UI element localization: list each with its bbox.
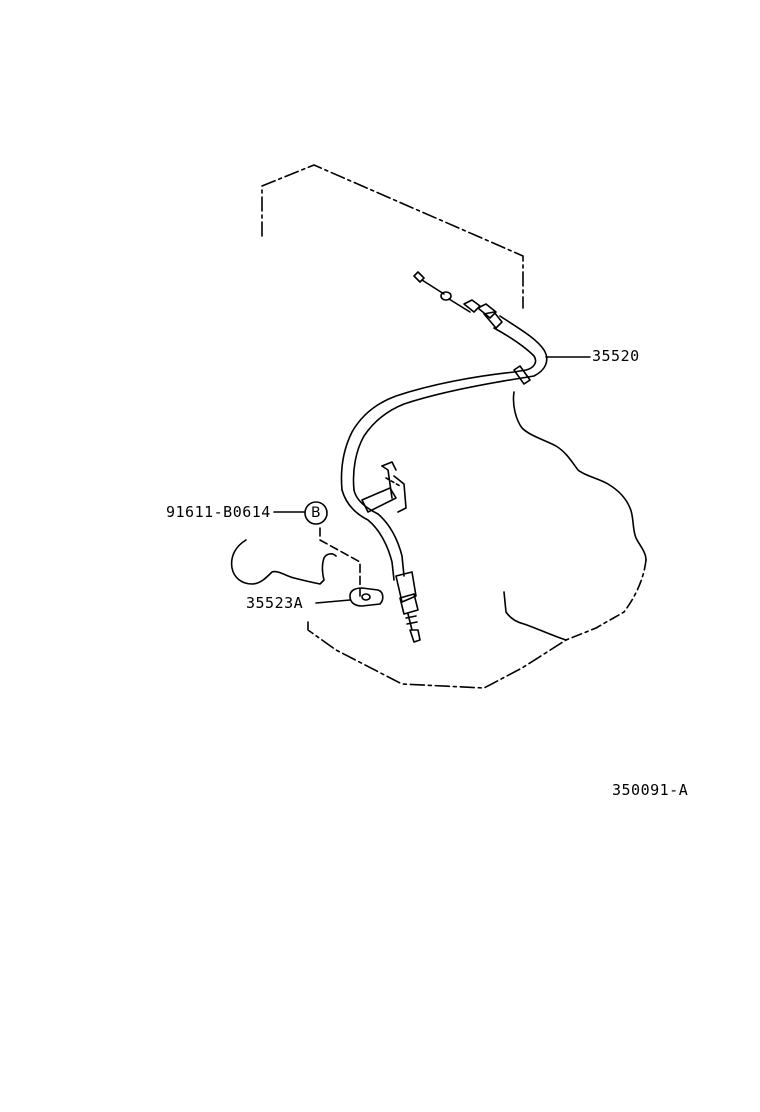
diagram-code: 350091-A: [612, 781, 689, 799]
upper-phantom-outline: [261, 164, 524, 309]
cable-upper-end: [413, 271, 503, 329]
transmission-lower-edge: [503, 591, 567, 641]
bolt-dashed-leader: [319, 527, 361, 597]
label-cable-part: 35520: [592, 347, 640, 365]
cable-lower-end: [395, 571, 421, 643]
transmission-outline: [512, 391, 647, 561]
leader-35523A: [315, 599, 351, 604]
label-bracket-part: 35523A: [246, 594, 304, 612]
cable-clamp: [361, 461, 407, 513]
left-mount-outline: [230, 539, 337, 585]
callout-letter-b: B: [311, 505, 321, 521]
transmission-outline-dashed: [565, 559, 647, 641]
label-bolt-part: 91611-B0614: [166, 503, 271, 521]
callout-circle-b: [304, 501, 328, 525]
lower-phantom-outline: [307, 621, 567, 689]
bracket-part: [349, 587, 384, 607]
cable-sheath: [340, 315, 548, 581]
